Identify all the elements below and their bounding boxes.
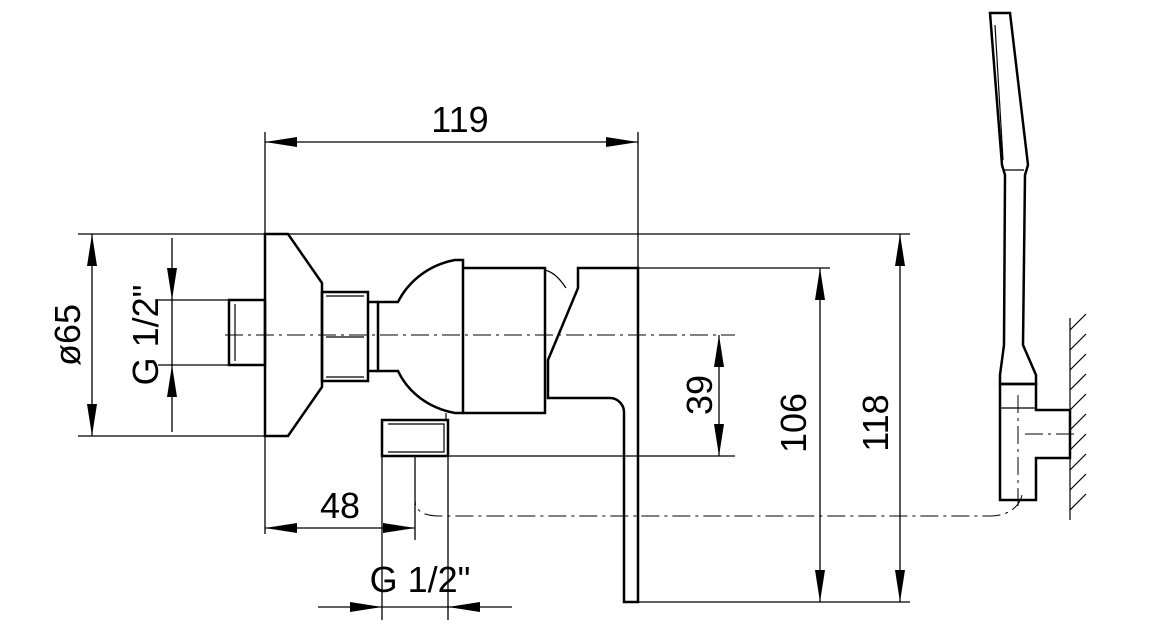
dimension-119: 119: [264, 99, 639, 534]
mixer-body: [225, 232, 1023, 604]
dimension-thread-back: G 1/2": [125, 238, 229, 432]
dimension-thread-outlet: G 1/2": [318, 456, 512, 620]
dimension-48: 48: [265, 456, 416, 540]
body-bulb: [376, 258, 465, 415]
body-block: [463, 266, 547, 415]
dimension-118: 118: [288, 233, 910, 603]
dimension-label-118: 118: [855, 394, 896, 451]
dimension-label-106: 106: [773, 393, 814, 453]
collar: [368, 300, 378, 373]
dimension-39: 39: [448, 335, 735, 457]
hex-nut: [320, 290, 370, 383]
bottom-outlet: [380, 418, 450, 458]
dimension-label-48: 48: [320, 485, 360, 526]
dimension-label-thread-back: G 1/2": [125, 285, 166, 386]
dimension-diameter-65: ø65: [47, 233, 265, 437]
dimension-label-119: 119: [431, 99, 488, 140]
hand-shower-icon: [988, 11, 1078, 510]
dimension-label-39: 39: [679, 375, 720, 415]
wall-hatch-icon: [1069, 313, 1087, 520]
dimension-106: 106: [638, 267, 830, 603]
lever-handle: [546, 266, 640, 604]
dimension-label-diameter-65: ø65: [47, 304, 88, 366]
dimension-label-thread-outlet: G 1/2": [370, 559, 471, 600]
